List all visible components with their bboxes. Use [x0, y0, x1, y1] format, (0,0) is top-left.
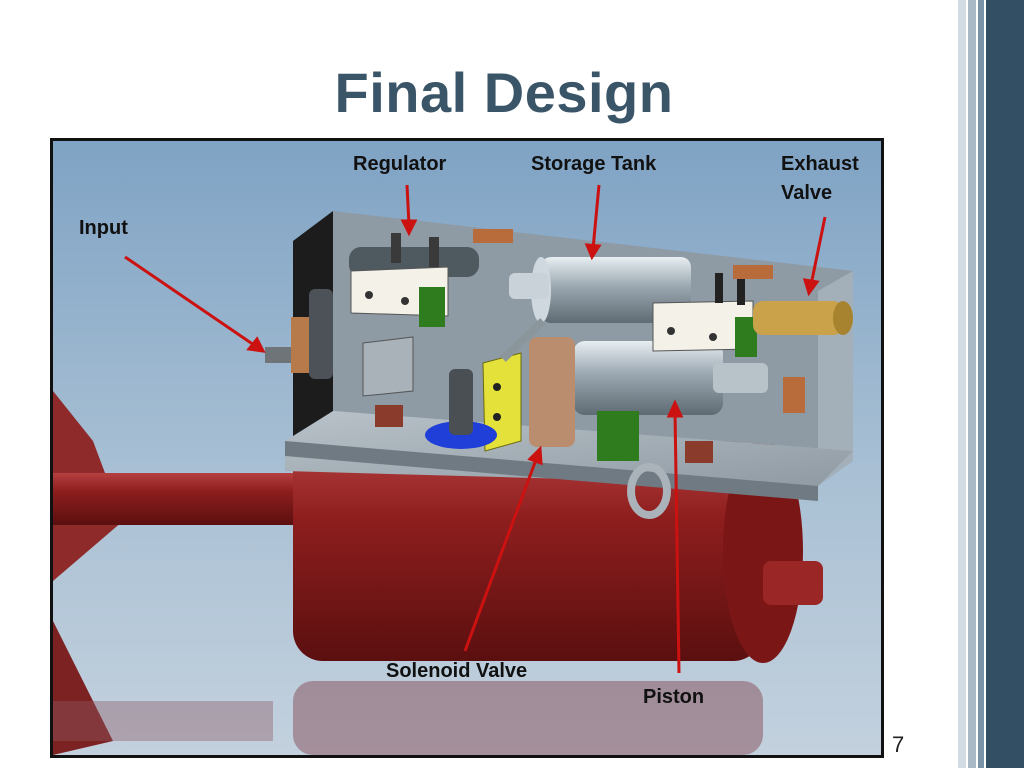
copper-cylinder — [529, 337, 575, 447]
red-reflection — [293, 681, 763, 755]
exhaust-bolt — [667, 327, 675, 335]
solenoid-bolt — [493, 383, 501, 391]
copper-clip — [685, 441, 713, 463]
regulator-green-face — [419, 287, 445, 327]
label-regulator: Regulator — [353, 153, 447, 175]
arrow-regulator — [405, 184, 411, 226]
arrow-piston — [673, 410, 681, 674]
arrow-storage-tank — [591, 184, 601, 250]
label-exhaust-valve: Exhaust Valve — [781, 153, 859, 204]
copper-clip — [473, 229, 513, 243]
label-storage-tank: Storage Tank — [531, 153, 657, 175]
solenoid-linkage — [500, 318, 546, 362]
cad-figure: Input Regulator Storage Tank Exhaust Val… — [50, 138, 884, 758]
mount-bolt — [449, 369, 473, 435]
sidebar-bar — [986, 0, 1024, 768]
arrowhead-piston — [666, 399, 684, 418]
label-piston: Piston — [643, 686, 705, 708]
exhaust-green-face — [735, 317, 757, 357]
sidebar-stripe-mid — [968, 0, 976, 768]
regulator-bolt — [365, 291, 373, 299]
exhaust-bolt — [709, 333, 717, 341]
copper-clip — [375, 405, 403, 427]
piston-rod — [713, 363, 768, 393]
brass-fitting-end — [833, 301, 853, 335]
callout-arrows — [124, 184, 827, 674]
storage-tank-port — [509, 273, 549, 299]
copper-clip — [733, 265, 773, 279]
red-cylinder-nozzle — [763, 561, 823, 605]
input-bracket — [291, 317, 311, 373]
sidebar-stripe-dark — [978, 0, 984, 768]
green-block — [597, 411, 639, 461]
exhaust-stem — [715, 273, 723, 303]
arrowhead-solenoid-valve — [527, 445, 543, 466]
shaft-reflection — [53, 701, 273, 741]
red-shaft — [53, 473, 293, 525]
base-plate-edge — [285, 441, 818, 501]
regulator-stem — [429, 237, 439, 267]
input-hose — [309, 289, 333, 379]
label-solenoid-valve: Solenoid Valve — [386, 660, 528, 682]
regulator-bolt — [401, 297, 409, 305]
arrowhead-storage-tank — [584, 243, 602, 261]
hanging-ring — [627, 463, 671, 519]
regulator-stem — [391, 233, 401, 263]
cad-render — [53, 141, 881, 755]
exhaust-stem — [737, 275, 745, 305]
piston-cylinder — [573, 341, 723, 415]
copper-clip — [783, 377, 805, 413]
exhaust-brass-fitting — [753, 301, 843, 335]
red-main-cylinder — [293, 441, 763, 661]
sidebar-stripe-light — [958, 0, 966, 768]
arrowhead-input — [246, 336, 266, 353]
label-input: Input — [79, 217, 128, 239]
arrow-input — [124, 255, 258, 349]
arrow-exhaust-valve — [809, 216, 827, 286]
page-number: 7 — [892, 732, 905, 757]
arrowhead-regulator — [400, 219, 418, 237]
arrowhead-exhaust-valve — [802, 278, 820, 297]
arrow-solenoid-valve — [463, 456, 539, 652]
slide-title: Final Design — [334, 61, 674, 124]
red-fin-lower — [53, 621, 113, 755]
solenoid-bolt — [493, 413, 501, 421]
left-mount-plate — [362, 336, 414, 397]
